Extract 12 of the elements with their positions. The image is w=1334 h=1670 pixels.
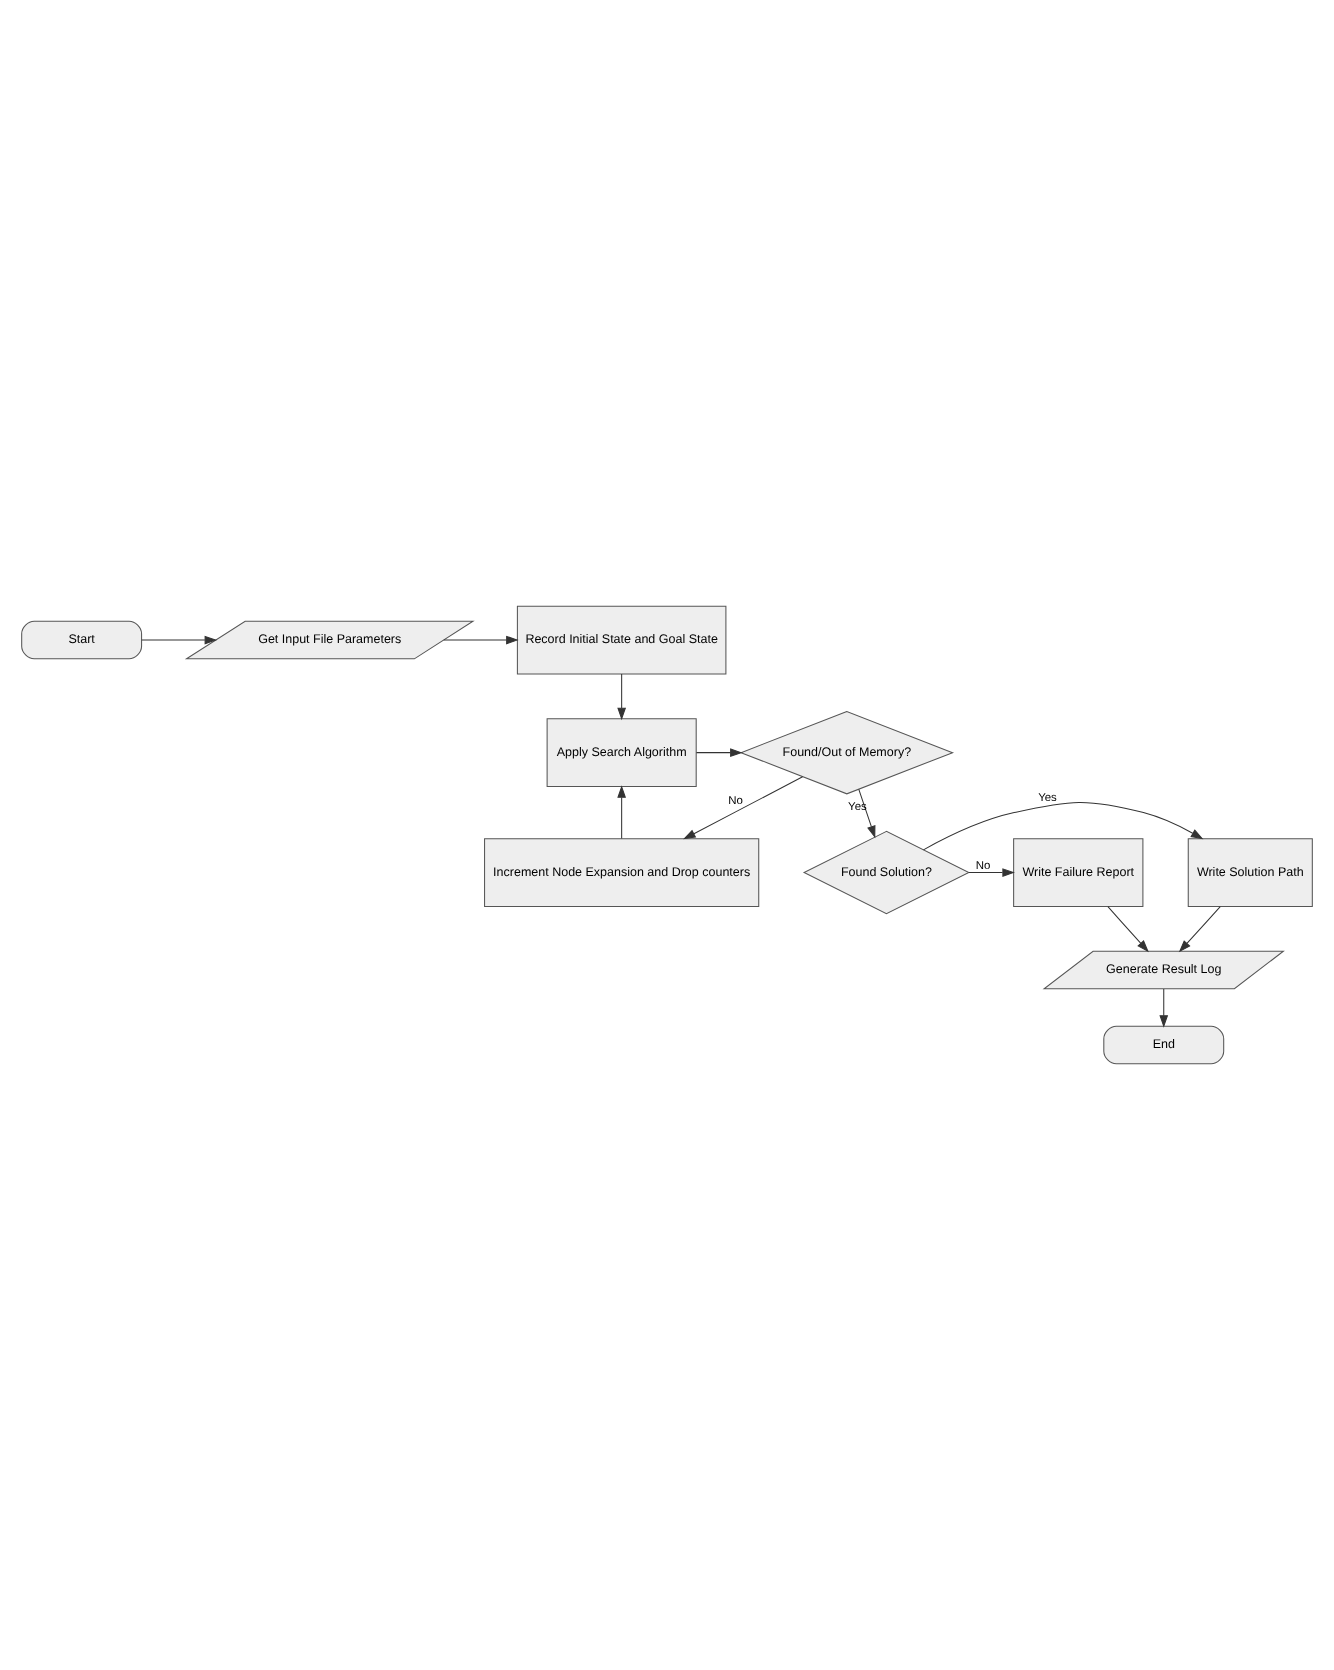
arrow <box>1107 906 1149 953</box>
arrow <box>617 673 627 721</box>
arrow <box>617 785 627 840</box>
arrow <box>141 635 218 645</box>
arrow <box>858 788 876 839</box>
arrow <box>683 776 804 840</box>
arrow <box>1159 988 1169 1028</box>
arrow <box>968 868 1015 877</box>
arrow <box>922 801 1204 851</box>
arrow <box>443 635 519 645</box>
arrow <box>695 748 743 758</box>
arrow <box>1178 906 1221 953</box>
